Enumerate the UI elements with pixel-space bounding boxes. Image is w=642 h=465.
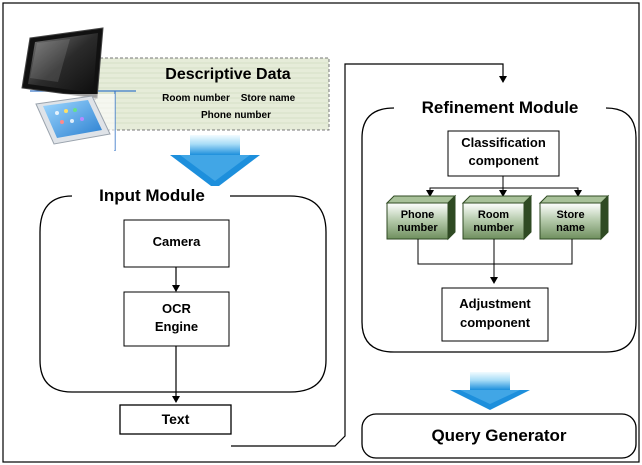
adjustment-label-line1: Adjustment: [459, 296, 531, 311]
category-room-line2: number: [473, 222, 514, 234]
category-room-line1: Room: [477, 209, 510, 221]
classification-label-line1: Classification: [461, 135, 546, 150]
ocr-engine-box: [123, 291, 230, 347]
adjustment-box: [441, 287, 549, 342]
text-label: Text: [161, 411, 190, 427]
category-phone-line1: Phone: [400, 209, 435, 221]
input-module-title: Input Module: [76, 186, 228, 206]
category-store-line1: Store: [556, 209, 585, 221]
category-box-phone-number: [385, 194, 457, 241]
field-store-name: Store name: [240, 93, 296, 104]
refinement-module-container: [361, 107, 637, 353]
category-phone-line2: number: [397, 222, 438, 234]
camera-box: [123, 219, 230, 268]
descriptive-data-panel: [94, 57, 330, 131]
field-room-number: Room number: [162, 93, 230, 104]
adjustment-links: [417, 239, 573, 284]
query-generator-box: [361, 413, 637, 459]
ocr-label-line1: OCR: [162, 301, 191, 316]
ocr-label-line2: Engine: [154, 319, 199, 334]
down-arrow-icon: [450, 372, 530, 410]
input-module-container: [39, 195, 327, 393]
arrow-text-to-refinement: [231, 63, 507, 447]
category-box-room-number: [461, 194, 533, 241]
query-generator-label: Query Generator: [431, 426, 567, 445]
refinement-module-title: Refinement Module: [400, 98, 600, 118]
smartphone-icon: [23, 94, 115, 150]
classification-label-line2: component: [468, 153, 539, 168]
field-phone-number: Phone number: [200, 110, 271, 121]
category-box-store-name: [538, 194, 610, 241]
camera-label: Camera: [152, 234, 201, 249]
tablet-icon: [21, 27, 104, 99]
down-arrow-icon: [170, 135, 260, 189]
classification-box: [447, 130, 560, 177]
classification-links: [426, 176, 582, 197]
descriptive-data-title: Descriptive Data: [165, 66, 291, 83]
text-box: [119, 404, 232, 435]
adjustment-label-line2: component: [459, 315, 531, 330]
category-store-line2: name: [556, 222, 585, 234]
